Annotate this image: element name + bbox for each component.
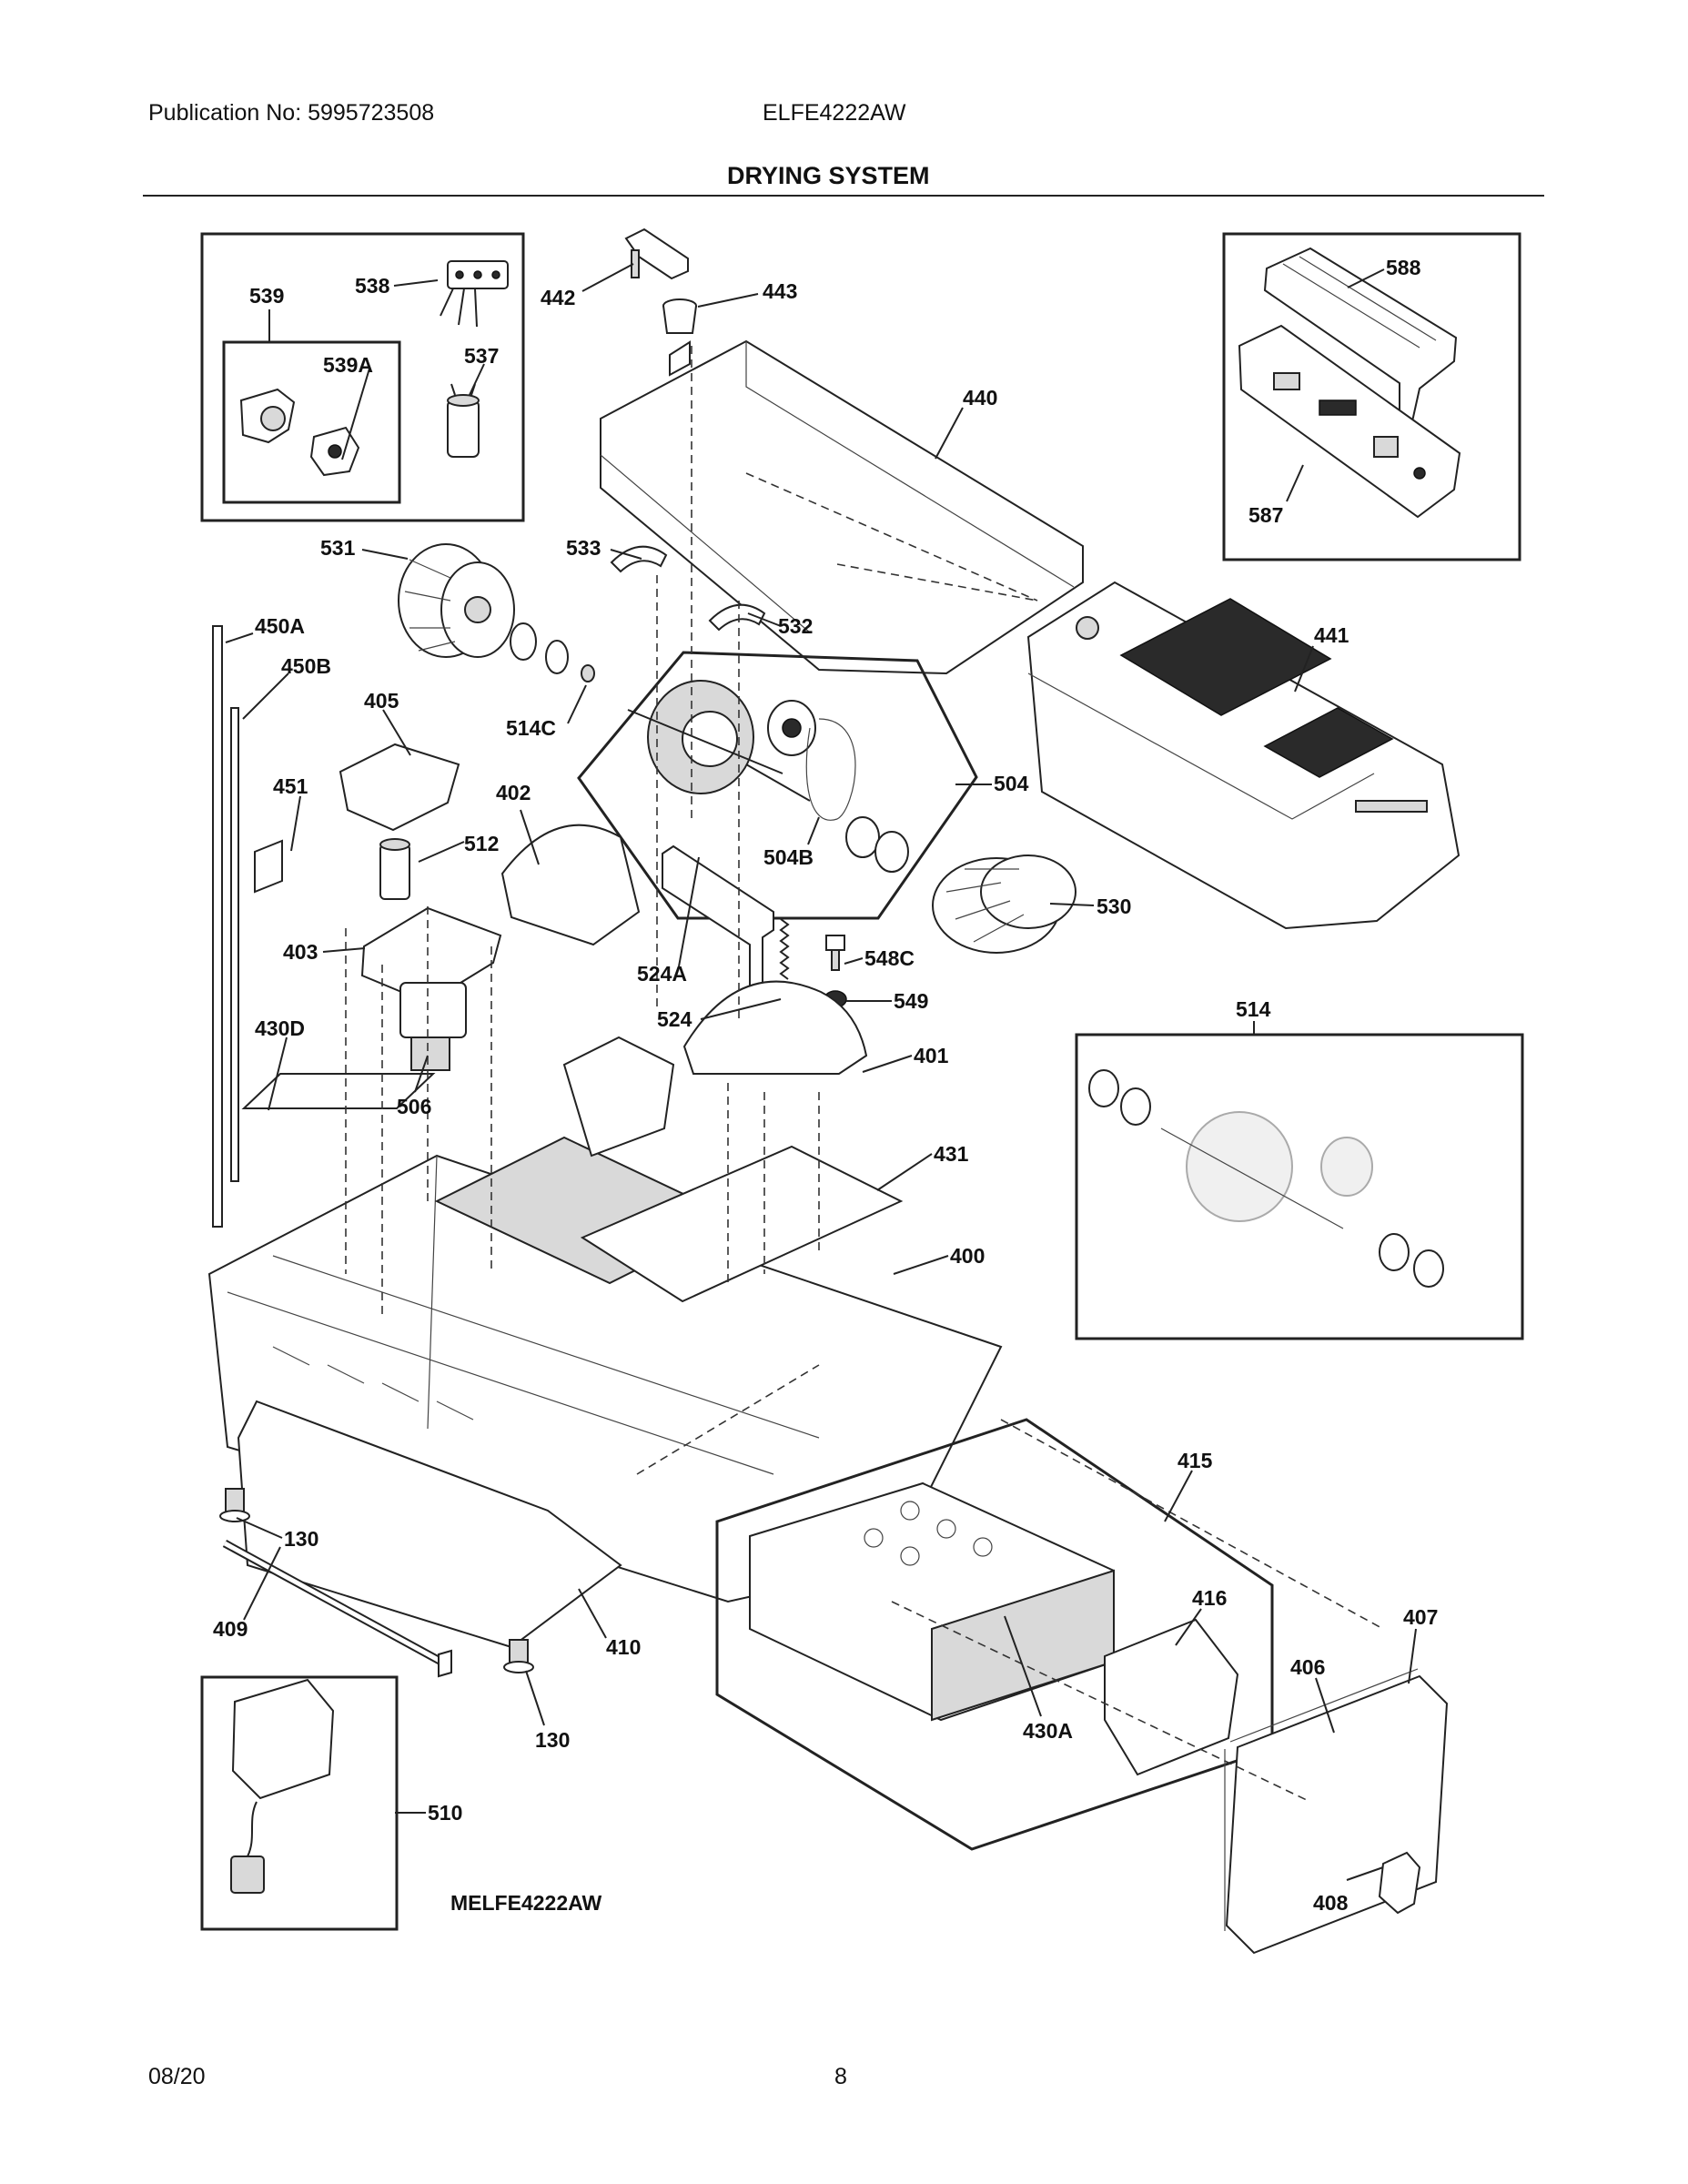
callout-514c: 514C xyxy=(506,716,556,740)
callout-533: 533 xyxy=(566,536,601,560)
callout-410: 410 xyxy=(606,1635,641,1659)
strap-533-drawing xyxy=(610,545,668,573)
pump-506-drawing xyxy=(399,982,467,1071)
filter-430a-drawing xyxy=(749,1481,1115,1722)
rod-450a-drawing xyxy=(212,625,223,1228)
latch-408-drawing xyxy=(1378,1851,1421,1915)
callout-588: 588 xyxy=(1386,256,1421,279)
callout-549: 549 xyxy=(894,989,928,1013)
control-board-587-drawing xyxy=(1238,324,1461,519)
clip-451-drawing xyxy=(254,839,283,894)
callout-130-lower: 130 xyxy=(535,1728,570,1752)
callout-514: 514 xyxy=(1236,997,1271,1021)
terminal-block-538-drawing xyxy=(440,260,509,328)
publication-number: Publication No: 5995723508 xyxy=(148,100,435,126)
spring-524-drawing xyxy=(779,918,790,980)
callout-504b: 504B xyxy=(763,845,814,869)
section-title: DRYING SYSTEM xyxy=(727,162,930,189)
duct-440-drawing xyxy=(600,339,1084,675)
frame-431-drawing xyxy=(580,1145,904,1303)
callout-442: 442 xyxy=(541,286,575,309)
bracket-405-drawing xyxy=(339,743,460,832)
callout-450a: 450A xyxy=(255,614,305,638)
callout-402: 402 xyxy=(496,781,531,804)
callout-430a: 430A xyxy=(1023,1719,1073,1743)
callout-524: 524 xyxy=(657,1007,692,1031)
footer-page-number: 8 xyxy=(834,2064,847,2089)
capacitor-537-drawing xyxy=(447,383,480,458)
callout-537: 537 xyxy=(464,344,499,368)
bracket-524a-drawing xyxy=(662,844,774,1010)
callout-431: 431 xyxy=(934,1142,969,1166)
callout-130-upper: 130 xyxy=(284,1527,318,1551)
hose-409-drawing xyxy=(222,1540,452,1678)
callout-539: 539 xyxy=(249,284,284,308)
inset-box-587-588 xyxy=(1222,232,1521,561)
drive-motor-504-drawing xyxy=(627,680,816,802)
blower-wheel-531-drawing xyxy=(398,543,515,658)
callout-506: 506 xyxy=(397,1095,431,1118)
base-plate-410-drawing xyxy=(237,1400,622,1649)
callout-416: 416 xyxy=(1192,1586,1227,1610)
callout-512: 512 xyxy=(464,832,499,855)
callout-407: 407 xyxy=(1403,1605,1438,1629)
callout-labels: 539 538 539A 537 442 443 440 588 587 531… xyxy=(213,256,1438,1915)
leader-lines xyxy=(225,263,1417,1881)
callout-409: 409 xyxy=(213,1617,248,1641)
callout-443: 443 xyxy=(763,279,797,303)
callout-401: 401 xyxy=(914,1044,949,1067)
rod-450b-drawing xyxy=(230,707,239,1182)
callout-548c: 548C xyxy=(864,946,915,970)
cover-588-drawing xyxy=(1263,247,1458,423)
switch-539a-drawing xyxy=(239,388,360,477)
grommet-443-drawing xyxy=(662,298,697,334)
callout-531: 531 xyxy=(320,536,356,560)
foot-130-upper-drawing xyxy=(219,1488,250,1522)
seals-514c-drawing xyxy=(510,622,595,682)
valve-512-drawing xyxy=(379,838,410,900)
callout-530: 530 xyxy=(1097,895,1131,918)
callout-415: 415 xyxy=(1178,1449,1213,1472)
callout-587: 587 xyxy=(1248,503,1283,527)
callout-430d: 430D xyxy=(255,1016,305,1040)
model-number: ELFE4222AW xyxy=(763,100,906,126)
condenser-441-drawing xyxy=(1026,581,1461,930)
callout-451: 451 xyxy=(273,774,308,798)
callout-408: 408 xyxy=(1313,1891,1349,1915)
callout-405: 405 xyxy=(364,689,399,713)
shroud-402-drawing xyxy=(500,824,641,946)
callout-504: 504 xyxy=(994,772,1029,795)
filter-frame-416-drawing xyxy=(1104,1618,1239,1776)
screw-548c-drawing xyxy=(825,935,845,971)
inset-box-510 xyxy=(200,1675,399,1931)
callout-440: 440 xyxy=(963,386,997,410)
callout-538: 538 xyxy=(355,274,390,298)
harness-510-drawing xyxy=(230,1678,335,1894)
belt-504b-drawing xyxy=(805,718,909,873)
diagram-code: MELFE4222AW xyxy=(450,1891,601,1915)
inset-box-539 xyxy=(200,232,525,522)
duct-half-401-drawing xyxy=(682,980,868,1075)
callout-539a: 539A xyxy=(323,353,373,377)
callout-441: 441 xyxy=(1314,623,1349,647)
callout-400: 400 xyxy=(950,1244,985,1268)
bracket-442-drawing xyxy=(624,228,689,280)
blower-wheel-530-drawing xyxy=(932,854,1076,954)
callout-532: 532 xyxy=(778,614,813,638)
callout-510: 510 xyxy=(428,1801,462,1825)
foot-130-lower-drawing xyxy=(503,1639,534,1673)
header-rule xyxy=(143,195,1544,197)
motor-514-kit-drawing xyxy=(1088,1069,1444,1288)
inset-box-539-sub xyxy=(222,340,401,504)
footer-date: 08/20 xyxy=(148,2064,206,2089)
callout-406: 406 xyxy=(1290,1655,1325,1679)
callout-524a: 524A xyxy=(637,962,687,986)
callout-403: 403 xyxy=(283,940,318,964)
callout-450b: 450B xyxy=(281,654,331,678)
inset-box-514 xyxy=(1075,1033,1524,1340)
motor-group-outline-504 xyxy=(577,651,978,920)
